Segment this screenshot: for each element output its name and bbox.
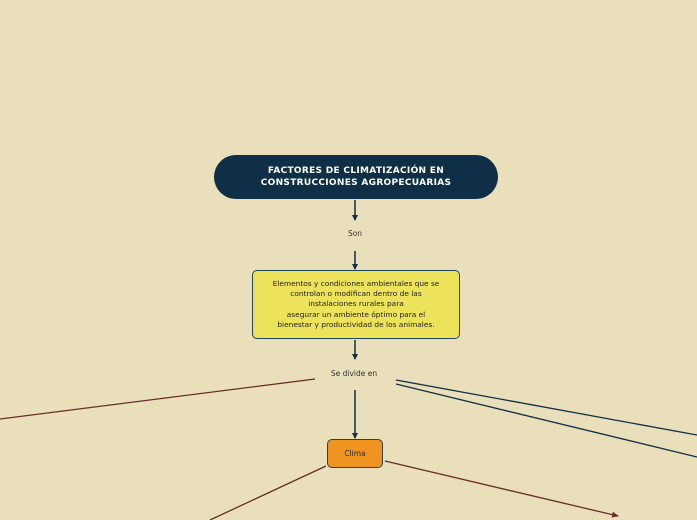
clima-branch-right bbox=[384, 460, 619, 518]
connector-label-son[interactable]: Son bbox=[347, 229, 363, 238]
root-topic-title: FACTORES DE CLIMATIZACIÓN EN CONSTRUCCIO… bbox=[260, 166, 452, 188]
connector-label-divide[interactable]: Se divide en bbox=[330, 369, 378, 378]
root-topic-node[interactable]: FACTORES DE CLIMATIZACIÓN EN CONSTRUCCIO… bbox=[214, 155, 498, 199]
definition-node[interactable]: Elementos y condiciones ambientales que … bbox=[252, 270, 460, 339]
clima-label: Clima bbox=[344, 449, 366, 458]
branch-line-right-upper bbox=[395, 379, 697, 436]
branch-line-right-lower bbox=[395, 383, 697, 458]
clima-node[interactable]: Clima bbox=[327, 439, 383, 468]
branch-line-left bbox=[0, 378, 316, 420]
clima-branch-left bbox=[209, 465, 327, 520]
definition-text: Elementos y condiciones ambientales que … bbox=[272, 278, 440, 329]
